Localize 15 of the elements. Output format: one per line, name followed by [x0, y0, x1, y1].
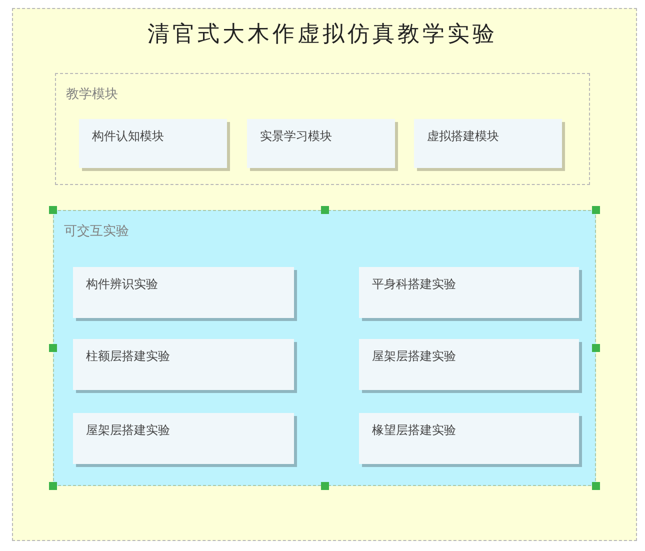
experiment-box: 平身科搭建实验	[359, 267, 579, 318]
experiment-group	[53, 210, 596, 486]
group-heading: 教学模块	[66, 86, 118, 103]
group-heading: 可交互实验	[64, 223, 129, 240]
module-group	[55, 73, 590, 185]
diagram-frame	[12, 8, 637, 541]
experiment-box: 椽望层搭建实验	[359, 413, 579, 464]
module-box: 实景学习模块	[247, 119, 395, 168]
experiment-box: 屋架层搭建实验	[359, 339, 579, 390]
experiment-box: 构件辨识实验	[73, 267, 294, 318]
module-box: 虚拟搭建模块	[414, 119, 562, 168]
experiment-box: 屋架层搭建实验	[73, 413, 294, 464]
experiment-box: 柱额层搭建实验	[73, 339, 294, 390]
title: 清官式大木作虚拟仿真教学实验	[146, 21, 498, 49]
module-box: 构件认知模块	[79, 119, 227, 168]
